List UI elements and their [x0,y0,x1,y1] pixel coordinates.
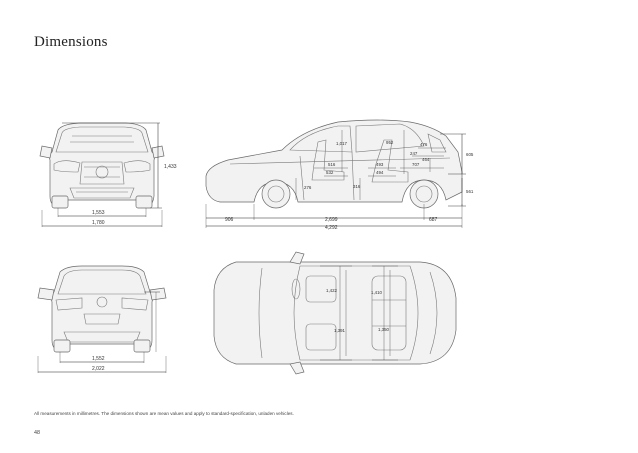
seat-height-label: 316 [353,184,361,189]
loading-height-label: 605 [466,152,474,157]
rear-elbow-label: 1,350 [378,327,390,332]
front-elbow-label: 1,391 [334,328,346,333]
rear-view-drawing [37,265,167,373]
rear-headroom-label: 952 [386,140,394,145]
rear-track-label: 1,552 [92,356,105,362]
wheelbase-label: 2,699 [325,217,338,223]
seat-to-pedal-label: 516 [328,162,336,167]
footnote: All measurements in millimetres. The dim… [34,411,294,416]
boot-opening-label: 464 [422,157,430,162]
front-track-label: 1,553 [92,210,105,216]
page-title: Dimensions [34,34,108,50]
rear-shoulder-label: 1,410 [371,290,383,295]
loading-sill-label: 561 [466,189,474,194]
rear-overhang-label: 687 [429,217,438,223]
front-height-label: 1,433 [164,164,177,170]
front-headroom-label: 1,017 [336,141,348,146]
boot-length-label: 476 [420,142,428,147]
ground-clearance-label: 276 [304,185,312,190]
top-view-drawing [213,251,457,375]
front-width-label: 1,780 [92,220,105,226]
front-view-drawing [39,122,165,227]
rear-leg-label: 494 [376,170,384,175]
page-number: 48 [34,430,40,436]
front-overhang-label: 906 [225,217,234,223]
boot-depth-label: 247 [410,151,418,156]
front-shoulder-label: 1,422 [326,288,338,293]
front-leg-label: 532 [326,170,334,175]
overall-length-label: 4,292 [325,225,338,231]
side-view-drawing [205,119,466,228]
boot-floor-label: 707 [412,162,420,167]
rear-width-label: 2,022 [92,366,105,372]
rear-knee-label: 493 [376,162,384,167]
